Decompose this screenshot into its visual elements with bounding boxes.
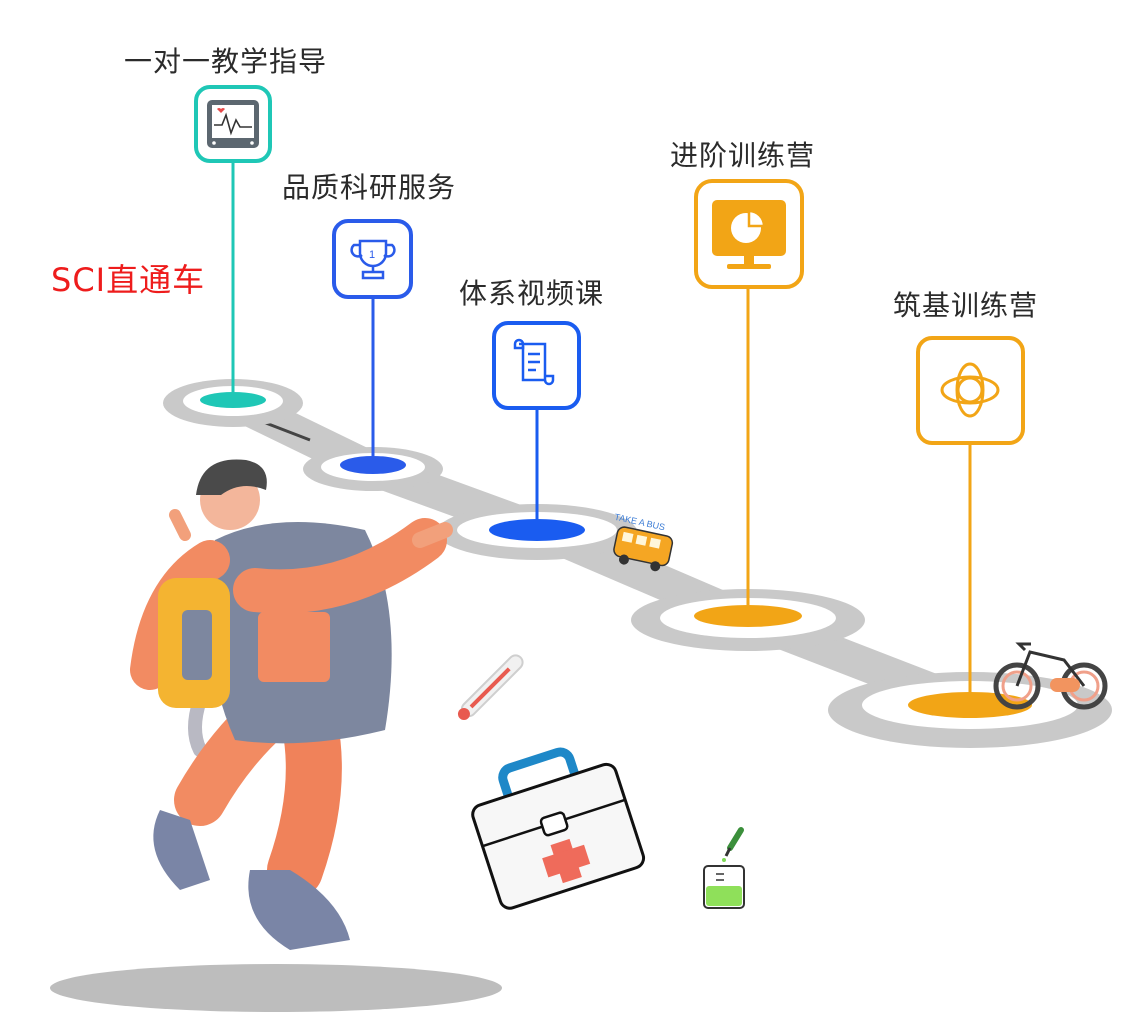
stage-label-foundation: 筑基训练营 xyxy=(893,289,1039,322)
beaker-illustration xyxy=(703,827,745,909)
bus-sticker: TAKE A BUS xyxy=(613,512,674,572)
bicycle-illustration xyxy=(993,642,1108,710)
atom-icon xyxy=(940,362,1000,418)
thermometer-illustration xyxy=(457,654,524,721)
sci-express-label: SCI直通车 xyxy=(51,261,206,299)
stage-one-on-one xyxy=(163,85,303,427)
stage-label-advanced: 进阶训练营 xyxy=(670,139,816,172)
stage-research: 1 xyxy=(303,219,443,491)
stage-label-one-on-one: 一对一教学指导 xyxy=(124,45,328,78)
stage-video xyxy=(437,321,637,560)
stage-label-research: 品质科研服务 xyxy=(282,171,457,204)
trophy-icon: 1 xyxy=(350,239,396,280)
monitor-heart-icon xyxy=(207,100,259,148)
stage-foundation xyxy=(828,336,1112,748)
pie-chart-monitor-icon xyxy=(712,200,786,269)
stage-label-video: 体系视频课 xyxy=(459,277,605,310)
student-illustration xyxy=(50,459,502,1012)
first-aid-kit-illustration xyxy=(471,747,646,910)
svg-text:1: 1 xyxy=(369,249,375,261)
stage-advanced xyxy=(631,179,865,651)
scroll-icon xyxy=(513,338,555,386)
